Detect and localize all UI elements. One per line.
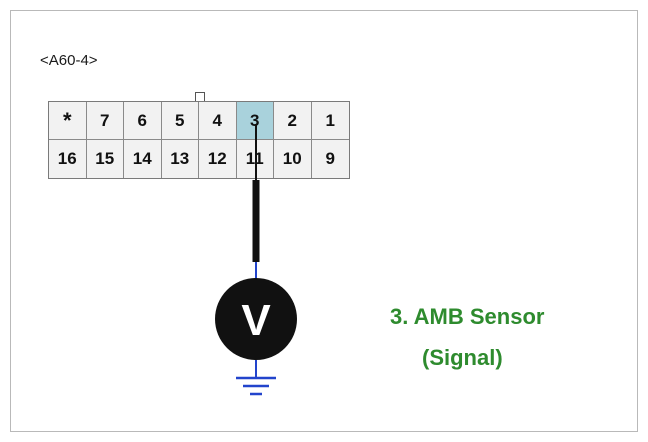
connector-pin: 10 xyxy=(274,140,312,178)
connector-pin: 16 xyxy=(49,140,87,178)
connector-pin: 6 xyxy=(124,102,162,140)
connector-pin: 2 xyxy=(274,102,312,140)
connector-pin: 7 xyxy=(86,102,124,140)
connector-pin: * xyxy=(49,102,87,140)
connector-pin: 12 xyxy=(199,140,237,178)
caption-subtitle: (Signal) xyxy=(422,345,503,370)
connector-latch xyxy=(195,92,205,101)
connector-pin: 1 xyxy=(311,102,349,140)
diagram-frame xyxy=(10,10,638,432)
connector-pin: 4 xyxy=(199,102,237,140)
connector-pin: 9 xyxy=(311,140,349,178)
voltmeter-symbol: V xyxy=(241,296,271,345)
voltmeter-icon xyxy=(215,278,297,360)
connector-pin: 5 xyxy=(161,102,199,140)
connector-pin: 14 xyxy=(124,140,162,178)
connector-label: <A60-4> xyxy=(40,52,98,69)
connector-pin: 15 xyxy=(86,140,124,178)
ground-icon xyxy=(236,376,276,396)
caption-title: 3. AMB Sensor xyxy=(390,304,545,329)
connector-pin: 13 xyxy=(161,140,199,178)
